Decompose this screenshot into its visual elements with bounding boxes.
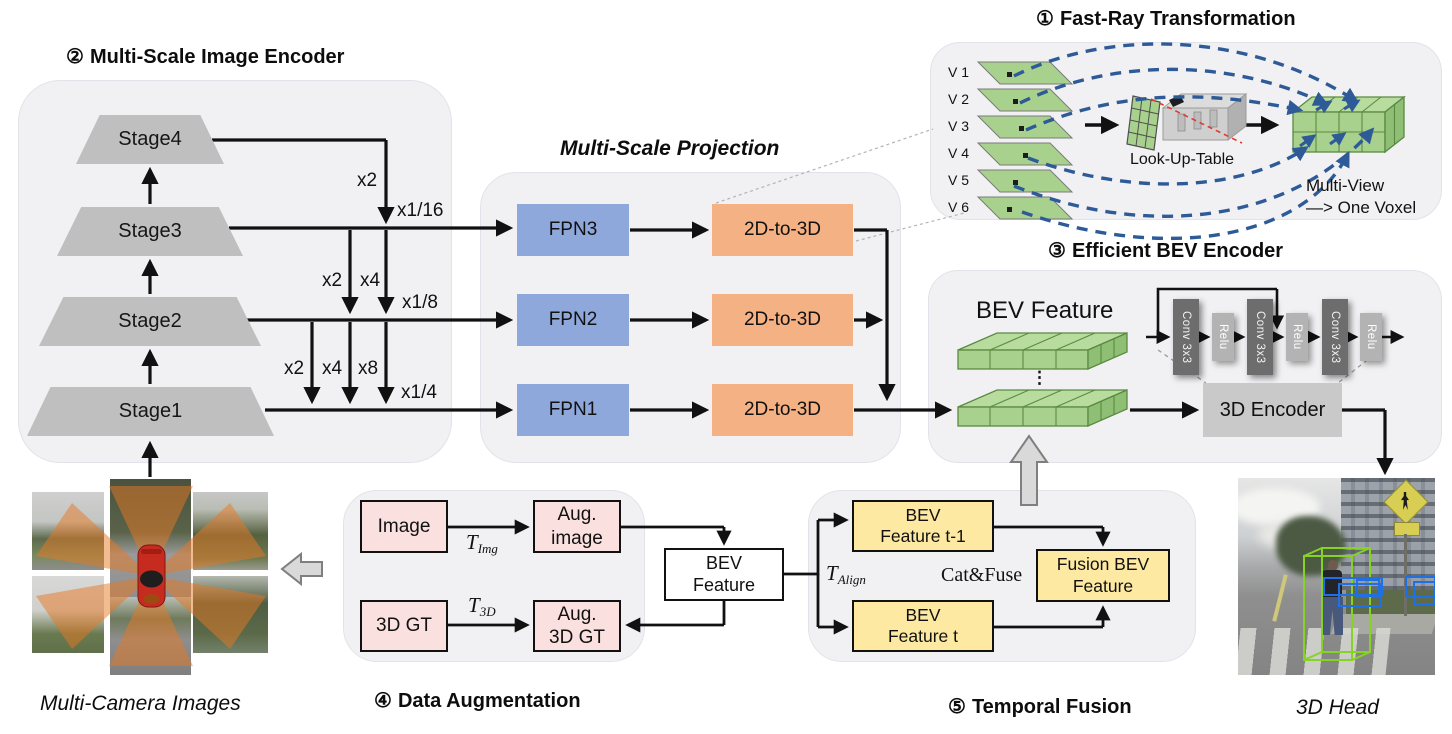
circled-3: ③: [1048, 240, 1066, 262]
bev-encoder-routing: [1130, 401, 1394, 476]
2d-to-3d-block-1: 2D-to-3D: [712, 204, 853, 256]
slab-ellipsis: ⋮: [1031, 368, 1049, 387]
pedestrian-head: [1328, 560, 1338, 571]
t-align-label: TAlign: [826, 561, 866, 587]
bottom-routing: [448, 512, 1111, 635]
aug-3d-gt-block: Aug.3D GT: [533, 600, 621, 652]
fast-ray-curves: [1013, 42, 1375, 241]
stage4-block: Stage4: [76, 115, 224, 164]
lut-label: Look-Up-Table: [1130, 151, 1235, 168]
circled-4: ④: [374, 690, 392, 712]
scale-x2-stage3: x2: [322, 270, 343, 291]
view-label-1: V 1: [948, 64, 970, 80]
scale-x2-stage2: x2: [284, 358, 305, 379]
multiview-note-line2: —> One Voxel: [1306, 198, 1417, 217]
view-label-6: V 6: [948, 199, 970, 215]
bev-feature-label: BEV Feature: [976, 297, 1114, 324]
scale-x4-stage2: x4: [322, 358, 343, 379]
view-label-2: V 2: [948, 91, 970, 107]
relu-block-1: Relu: [1212, 313, 1234, 361]
detection-boxes: [1303, 547, 1435, 661]
voxel-inner-arrows: [1299, 99, 1361, 148]
3d-gt-block: 3D GT: [360, 600, 448, 652]
scale-x1-8: x1/8: [402, 292, 438, 313]
caption-3d-head: 3D Head: [1296, 696, 1379, 719]
circled-2: ②: [66, 46, 84, 68]
fpn2-block: FPN2: [517, 294, 629, 346]
lut-grid: [1126, 95, 1161, 151]
augmentation-left-arrow: [280, 551, 323, 587]
result-image-3d-head: [1238, 478, 1435, 675]
ego-car-icon: [137, 544, 166, 608]
ped-sign-figure: [1401, 492, 1409, 510]
view-label-3: V 3: [948, 118, 970, 134]
stage1-block: Stage1: [27, 387, 274, 436]
multiview-note-line1: Multi-View: [1306, 176, 1385, 195]
conv3x3-block-3: Conv 3x3: [1322, 299, 1348, 375]
3d-encoder-block: 3D Encoder: [1203, 383, 1342, 437]
cat-fuse-label: Cat&Fuse: [941, 564, 1023, 586]
zoom-link-lines: [715, 128, 965, 242]
2d-to-3d-block-2: 2D-to-3D: [712, 294, 853, 346]
conv3x3-block-2: Conv 3x3: [1247, 299, 1273, 375]
fpn3-block: FPN3: [517, 204, 629, 256]
title-multiscale-projection: Multi-Scale Projection: [560, 137, 780, 160]
stage3-block: Stage3: [57, 207, 243, 256]
view-label-5: V 5: [948, 172, 970, 188]
relu-block-3: Relu: [1360, 313, 1382, 361]
image-block: Image: [360, 500, 448, 553]
circled-5: ⑤: [948, 696, 966, 718]
conv3x3-block-1: Conv 3x3: [1173, 299, 1199, 375]
2d-to-3d-block-3: 2D-to-3D: [712, 384, 853, 436]
ped-sign-arrow: [1394, 522, 1420, 536]
relu-block-2: Relu: [1286, 313, 1308, 361]
aug-image-block: Aug.image: [533, 500, 621, 553]
view-label-4: V 4: [948, 145, 970, 161]
projection-routing: [630, 221, 953, 419]
t-img-label: TImg: [466, 530, 498, 556]
bev-feature-slabs: [957, 332, 1128, 427]
scale-x2-stage4: x2: [357, 170, 378, 191]
scale-x4-stage3: x4: [360, 270, 381, 291]
t-3d-label: T3D: [468, 593, 496, 619]
stage2-block: Stage2: [39, 297, 261, 346]
scale-x1-16: x1/16: [397, 200, 444, 221]
feedback-up-arrow: [1009, 434, 1049, 506]
sign-post: [1404, 534, 1407, 616]
circled-1: ①: [1036, 8, 1054, 30]
scale-x1-4: x1/4: [401, 382, 437, 403]
caption-multicamera: Multi-Camera Images: [40, 692, 241, 715]
fpn1-block: FPN1: [517, 384, 629, 436]
encoder-routing: [212, 138, 514, 419]
scale-x8-stage2: x8: [358, 358, 379, 379]
conv-chain-arrows: [1146, 287, 1405, 345]
